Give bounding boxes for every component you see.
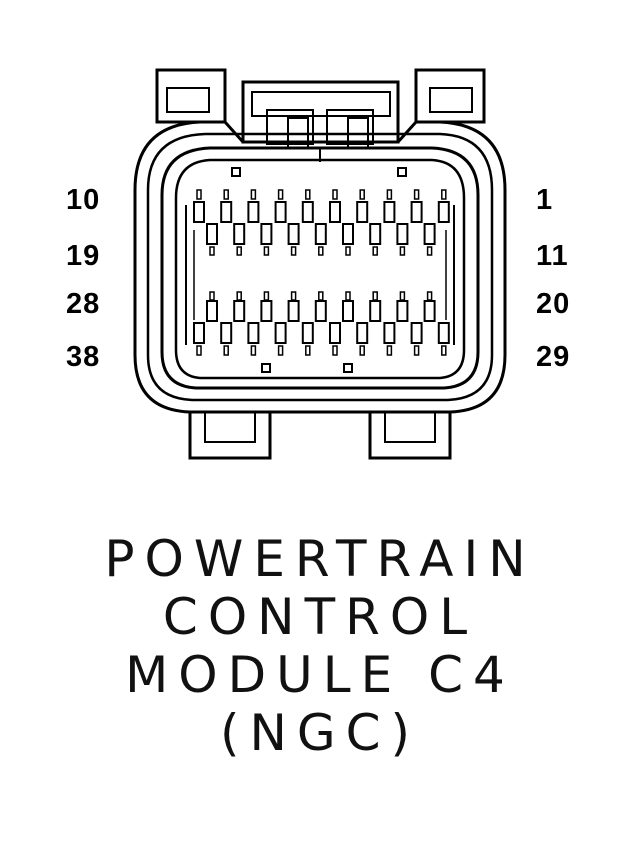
pin-label-left-row1: 10 — [66, 184, 101, 216]
pin-contact — [318, 246, 324, 256]
pin-contact — [250, 345, 257, 356]
pin-cavity — [356, 201, 369, 223]
pin-cavity — [206, 300, 218, 322]
pin-contact — [399, 246, 406, 256]
pin-cavity — [220, 201, 233, 223]
pin-cavity — [260, 300, 273, 322]
pin-contact — [372, 246, 378, 256]
pin-cavity — [437, 201, 450, 223]
bottom-left-tab — [188, 412, 272, 460]
pin-cavity — [247, 201, 260, 223]
middle-shell — [146, 132, 494, 402]
pin-contact — [209, 291, 215, 301]
pin-contact — [236, 291, 242, 301]
pin-contact — [345, 246, 351, 256]
pin-label-right-row3: 20 — [536, 288, 571, 320]
pin-label-left-row4: 38 — [66, 341, 101, 373]
pin-cavity — [369, 223, 382, 245]
pin-cavity — [356, 322, 369, 344]
pin-contact — [413, 345, 420, 356]
pin-contact — [426, 291, 433, 301]
pin-cavity — [437, 322, 450, 344]
pin-contact — [223, 345, 229, 356]
top-right-latch — [414, 68, 486, 124]
caption-line-3: MODULE C4 — [125, 646, 515, 704]
pin-contact — [399, 291, 406, 301]
pin-cavity — [206, 223, 218, 245]
pin-cavity — [193, 201, 205, 223]
pin-cavity — [396, 223, 409, 245]
caption-line-1: POWERTRAIN — [104, 530, 536, 588]
pin-label-left-row2: 19 — [66, 240, 101, 272]
pin-contact — [359, 345, 365, 356]
pin-contact — [345, 291, 351, 301]
pin-contact — [277, 189, 284, 200]
pin-contact — [209, 246, 215, 256]
pin-label-left-row3: 28 — [66, 288, 101, 320]
pin-contact — [305, 345, 311, 356]
pin-contact — [386, 189, 393, 200]
pin-cavity — [329, 322, 341, 344]
pin-cavity — [314, 223, 327, 245]
pin-cavity — [233, 300, 246, 322]
pin-cavity — [410, 201, 423, 223]
pin-cavity — [383, 322, 396, 344]
pin-cavity — [287, 300, 300, 322]
pin-array — [193, 189, 450, 356]
pin-contact — [386, 345, 393, 356]
pin-cavity — [247, 322, 260, 344]
pin-cavity — [193, 322, 205, 344]
pin-contact — [290, 291, 297, 301]
pin-cavity — [369, 300, 382, 322]
pin-cavity — [329, 201, 341, 223]
diagram-caption: POWERTRAIN CONTROL MODULE C4 (NGC) — [0, 530, 640, 762]
pin-cavity — [410, 322, 423, 344]
pin-contact — [250, 189, 257, 200]
pin-cavity — [260, 223, 273, 245]
pin-contact — [277, 345, 284, 356]
pin-cavity — [287, 223, 300, 245]
pin-contact — [223, 189, 229, 200]
pin-cavity — [423, 300, 436, 322]
pin-label-right-row4: 29 — [536, 341, 571, 373]
cavity-face — [174, 158, 466, 380]
pin-contact — [359, 189, 365, 200]
connector-housing — [133, 68, 507, 460]
pin-contact — [196, 189, 202, 200]
pin-cavity — [274, 322, 287, 344]
pin-contact — [441, 189, 447, 200]
caption-line-4: (NGC) — [219, 704, 421, 762]
pin-cavity — [423, 223, 436, 245]
pin-contact — [441, 345, 447, 356]
pin-contact — [426, 246, 433, 256]
pin-cavity — [383, 201, 396, 223]
pin-contact — [332, 189, 338, 200]
pin-cavity — [342, 300, 354, 322]
pin-label-right-row1: 1 — [536, 184, 554, 216]
inner-shell — [160, 146, 480, 390]
pin-contact — [413, 189, 420, 200]
pin-contact — [305, 189, 311, 200]
pin-contact — [372, 291, 378, 301]
pin-cavity — [301, 201, 314, 223]
pin-contact — [318, 291, 324, 301]
pin-contact — [332, 345, 338, 356]
caption-line-2: CONTROL — [162, 588, 478, 646]
pin-cavity — [301, 322, 314, 344]
outer-shell — [133, 120, 507, 414]
pin-contact — [290, 246, 297, 256]
pin-contact — [263, 291, 270, 301]
pin-cavity — [396, 300, 409, 322]
pin-cavity — [233, 223, 246, 245]
pin-cavity — [220, 322, 233, 344]
pin-contact — [236, 246, 242, 256]
pin-cavity — [342, 223, 354, 245]
pin-cavity — [314, 300, 327, 322]
pin-contact — [196, 345, 202, 356]
pin-cavity — [274, 201, 287, 223]
pin-contact — [263, 246, 270, 256]
bottom-right-tab — [368, 412, 452, 460]
pin-label-right-row2: 11 — [536, 240, 569, 272]
